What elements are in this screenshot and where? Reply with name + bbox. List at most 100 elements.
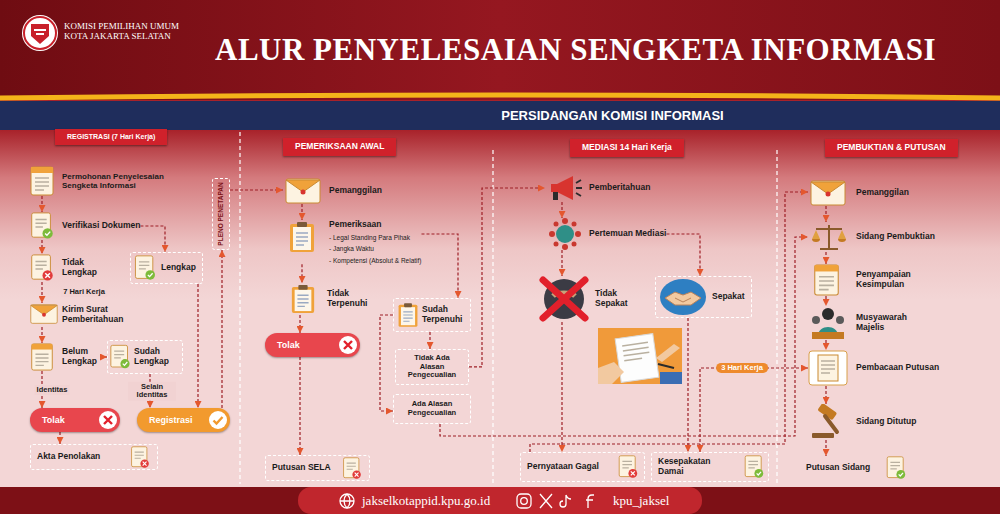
label-box: PERSIDANGAN KOMISI INFORMASI — [480, 108, 745, 123]
header-band — [0, 0, 1000, 100]
column-header: PEMBUKTIAN & PUTUSAN — [825, 139, 958, 157]
label-box: kpu_jaksel — [613, 493, 669, 509]
node-text: Pemanggilan — [329, 186, 382, 196]
label-text: jakselkotappid.kpu.go.id — [362, 493, 490, 509]
node-text: Tidak Ada Alasan Pengecualian — [402, 354, 462, 380]
step-icons — [31, 167, 905, 479]
decision-icon — [887, 457, 905, 479]
column-header: REGISTRASI (7 Hari Kerja) — [55, 129, 167, 145]
step-item: Pemanggilan — [283, 178, 382, 204]
node-text: REGISTRASI (7 Hari Kerja) — [67, 133, 155, 141]
social-icons — [340, 494, 594, 508]
dashed-box: Pernyataan Gagal — [520, 452, 645, 482]
pill-button: Tolak — [265, 333, 360, 357]
node-text: PEMERIKSAAN AWAL — [295, 142, 384, 152]
list-item-text: - Kompetensi (Absolut & Relatif) — [329, 257, 421, 264]
form-icon — [31, 167, 53, 195]
flow-connector — [530, 192, 808, 452]
edge-label: 3 Hari Kerja — [716, 363, 768, 373]
node-text: Pemeriksaan — [329, 220, 421, 230]
node-text: Tidak Lengkap — [62, 258, 106, 278]
flow-connector — [561, 202, 562, 218]
node-text: Pertemuan Mediasi — [589, 229, 666, 239]
mediation-icon — [549, 218, 581, 250]
notice-icon — [551, 176, 582, 200]
flow-connector — [687, 318, 688, 452]
dashed-box: Tidak Ada Alasan Pengecualian — [395, 349, 469, 385]
node-text: Registrasi — [149, 415, 193, 425]
step-item: Pemeriksaan - Legal Standing Para Pihak - … — [283, 220, 421, 264]
disagree-icon — [543, 279, 585, 319]
flow-connector — [469, 188, 545, 367]
dashed-box: Sudah Lengkap — [107, 340, 183, 374]
flow-connector — [561, 322, 562, 452]
examination-icon — [290, 222, 314, 252]
dashed-box: Akta Penolakan — [30, 444, 158, 470]
title-text: ALUR PENYELESAIAN SENGKETA INFORMASI — [215, 32, 936, 68]
node-text: MEDIASI 14 Hari Kerja — [582, 143, 672, 153]
flow-connector — [421, 234, 458, 298]
flow-connector — [825, 296, 826, 306]
node-text: Tidak Sepakat — [595, 289, 635, 309]
flow-connector — [561, 250, 562, 276]
gold-stripe — [0, 95, 1000, 98]
step-item: Pemanggilan — [808, 180, 909, 206]
gavel-icon — [812, 403, 837, 438]
dashed-box: Ada Alasan Pengecualian — [393, 394, 471, 424]
dashed-box: Sepakat — [655, 276, 752, 318]
footer-band — [0, 487, 1000, 514]
node-text: PEMBUKTIAN & PUTUSAN — [837, 143, 946, 153]
node-text: Sudah Lengkap — [134, 347, 176, 367]
node-text: Kirim Surat Pemberitahuan — [62, 305, 128, 325]
node-text: Penyampaian Kesimpulan — [856, 270, 918, 290]
node-text: Belum Lengkap — [62, 347, 104, 367]
pill-button: Tolak — [30, 408, 120, 432]
node-text: Tidak Terpenuhi — [327, 289, 377, 309]
column-header: PEMERIKSAAN AWAL — [283, 138, 396, 156]
node-text: Permohonan Penyelesaian Sengketa Informa… — [62, 172, 182, 190]
dashed-box: Sudah Terpenuhi — [393, 298, 471, 332]
flow-connector — [301, 264, 302, 283]
flow-connector — [299, 315, 300, 333]
flow-connector — [41, 327, 42, 343]
list-item-text: - Legal Standing Para Pihak — [329, 234, 421, 241]
node-text: Pemanggilan — [856, 188, 909, 198]
step-item: Kirim Surat Pemberitahuan — [28, 303, 128, 327]
node-text: Akta Penolakan — [37, 452, 127, 462]
label-text: PERSIDANGAN KOMISI INFORMASI — [480, 108, 745, 123]
node-text: Tolak — [42, 415, 65, 425]
flow-connector — [301, 204, 302, 220]
node-text: Putusan SELA — [272, 463, 339, 473]
edge-label: Selain Identitas — [128, 382, 176, 401]
flow-connector — [825, 386, 826, 404]
flow-connector — [41, 282, 42, 303]
step-item: Tidak Terpenuhi — [283, 283, 377, 315]
flow-connector — [299, 357, 300, 455]
met-icon — [399, 303, 418, 327]
step-item: Pertemuan Mediasi — [545, 218, 666, 250]
node-text: Sidang Ditutup — [856, 417, 916, 427]
flow-connector — [440, 237, 808, 436]
node-text: Pembacaan Putusan — [856, 363, 939, 373]
settlement-icon — [745, 456, 763, 478]
reject-badge — [99, 411, 117, 429]
flow-connector — [59, 432, 60, 444]
step-item: Sidang Pembuktian — [808, 222, 935, 252]
dashed-box: Lengkap — [130, 252, 203, 284]
column-separators — [240, 132, 777, 484]
reject-badge — [339, 336, 357, 354]
navy-band — [0, 101, 1000, 130]
flow-connector — [221, 250, 222, 408]
summons-icon — [286, 179, 320, 203]
verdict-icon — [809, 351, 847, 385]
summons-icon — [811, 181, 845, 205]
interim-icon — [344, 458, 361, 479]
body-ground — [0, 100, 1000, 487]
node-text: Kesepakatan Damai — [658, 457, 720, 477]
node-text: Putusan Sidang — [806, 463, 911, 473]
complete-icon — [135, 256, 155, 280]
label-text: kpu_jaksel — [613, 493, 669, 509]
